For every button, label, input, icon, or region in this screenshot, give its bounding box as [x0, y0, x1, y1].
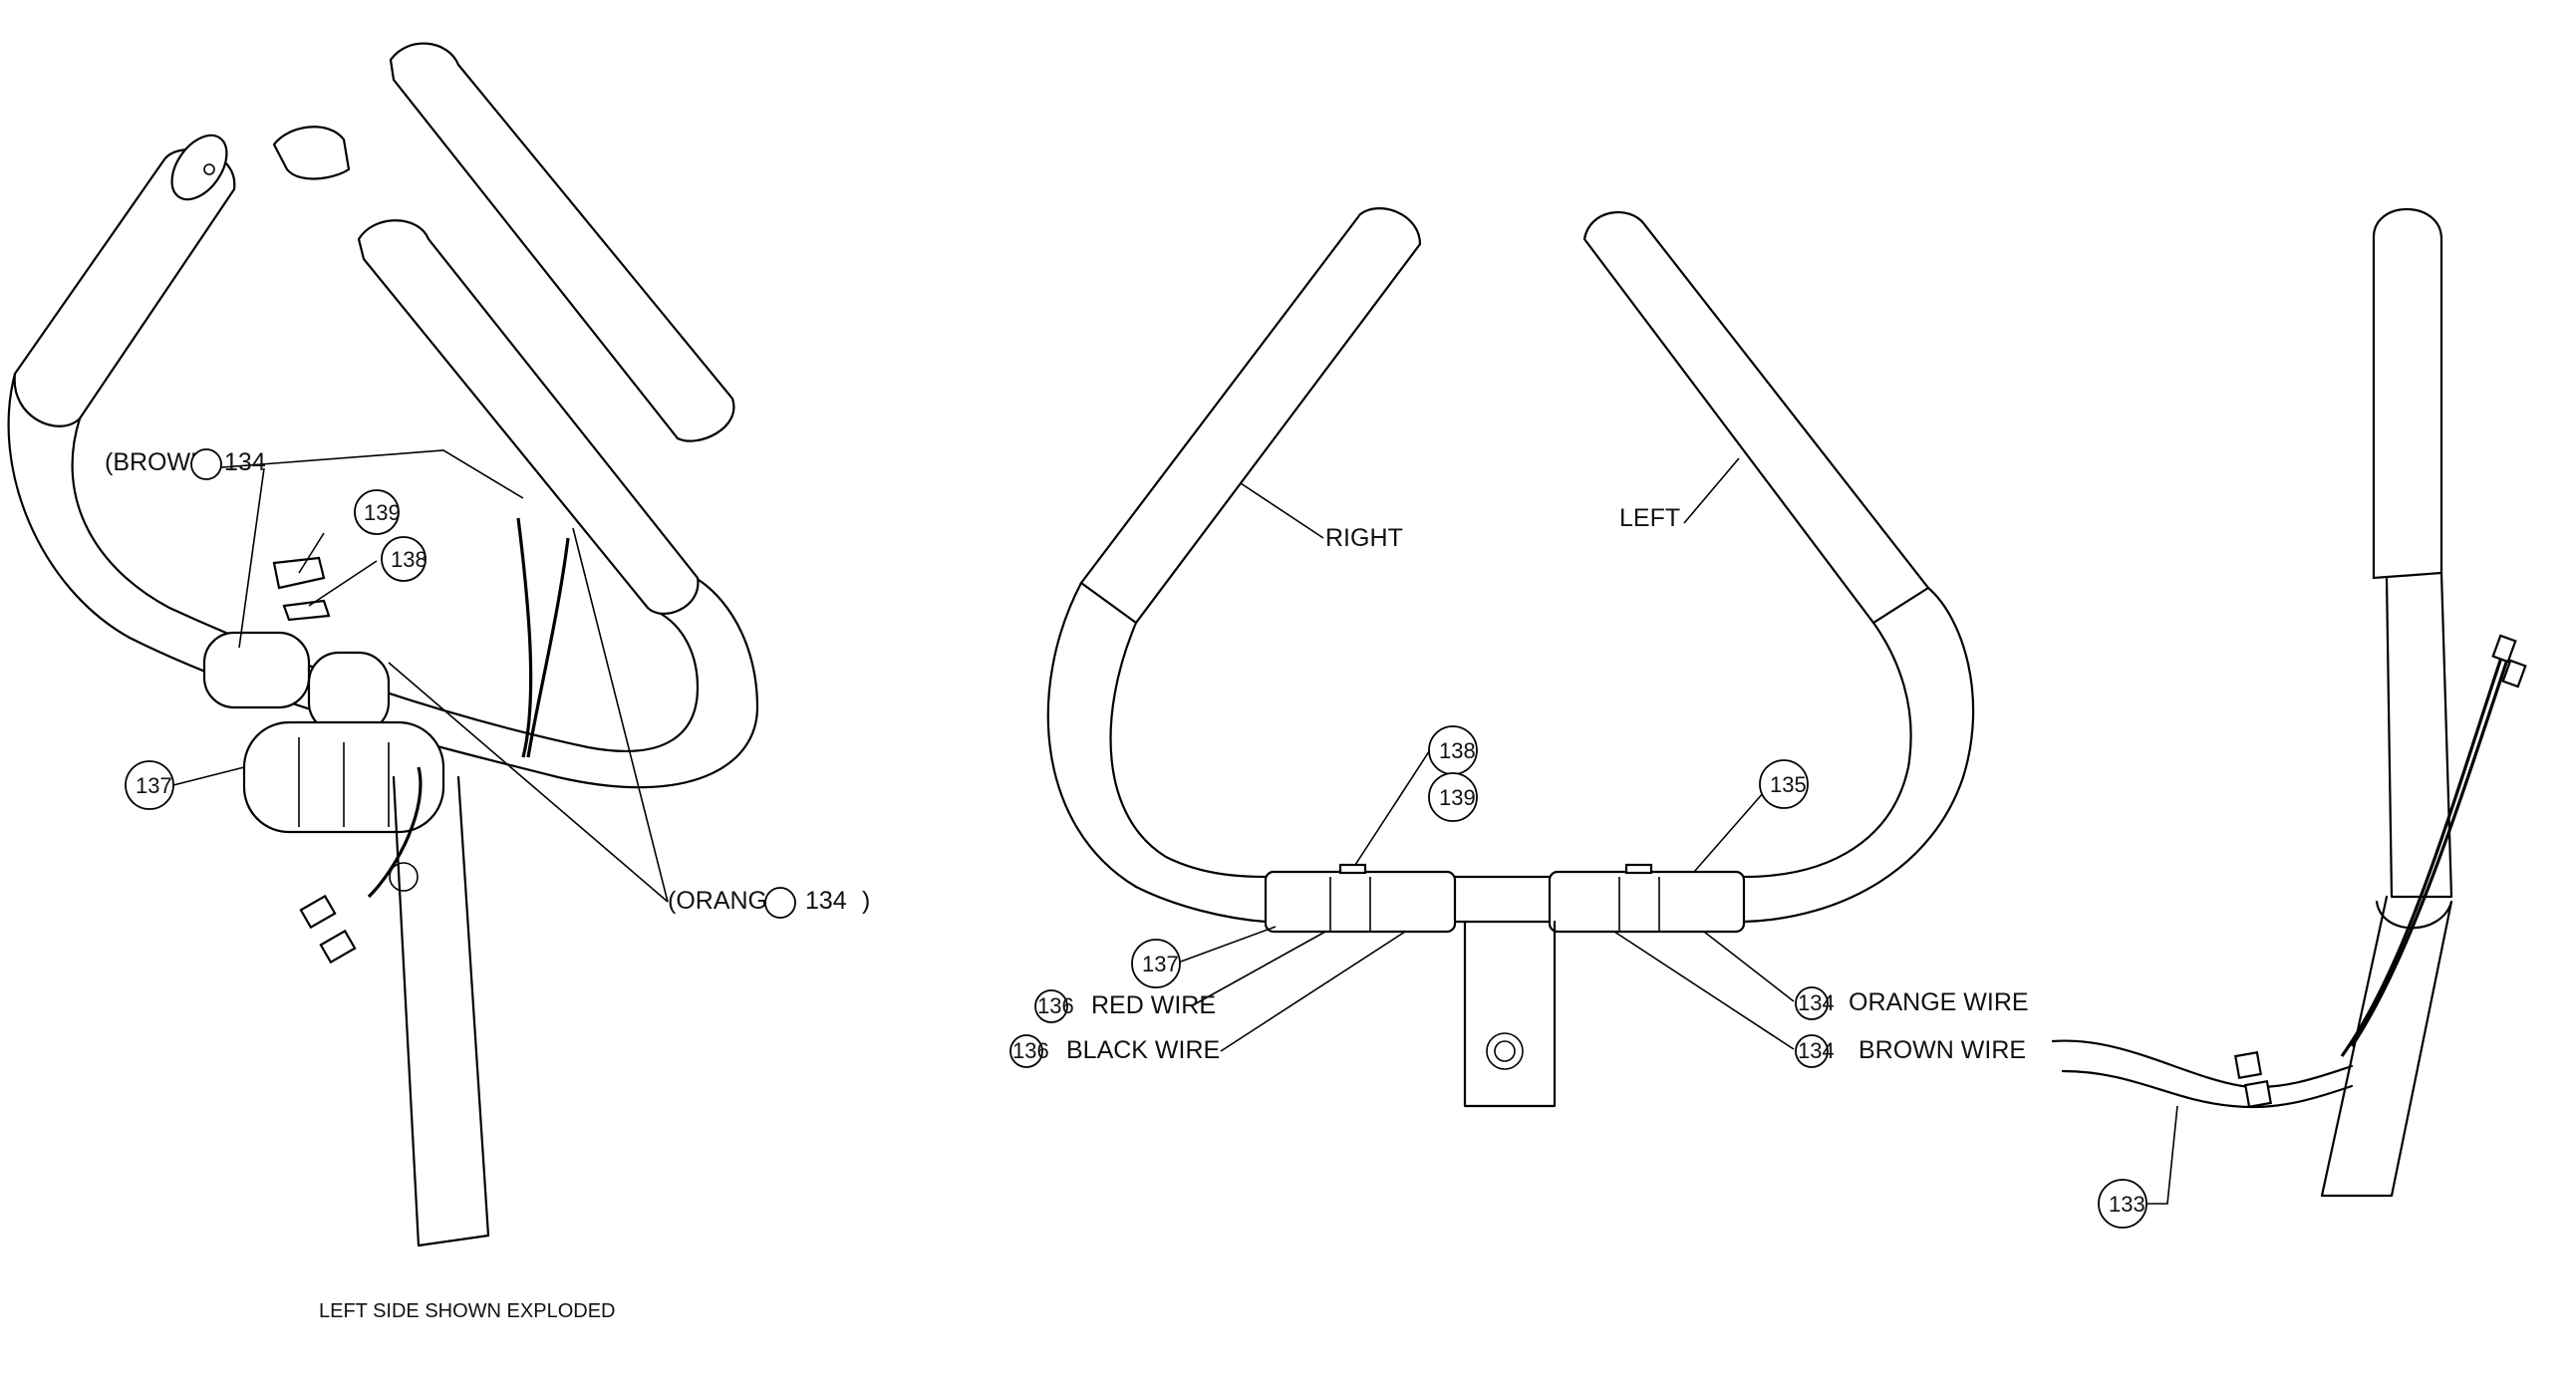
leader-138-139 — [1354, 741, 1436, 866]
exploded-wire-brown — [516, 517, 533, 758]
callout-circle — [1795, 1034, 1829, 1068]
exploded-view: (BROWN 134 139 138 137 (ORANGE 134 ) LEF… — [7, 42, 870, 1322]
leader-orange — [572, 527, 669, 903]
front-stem-hole-inner — [1494, 1040, 1516, 1062]
callout-138: 138 — [1439, 738, 1476, 763]
leader-135 — [1693, 791, 1765, 873]
leader-orange-wire — [1703, 931, 1795, 1002]
grip-end-cap — [170, 134, 228, 201]
callout-circle — [1009, 1034, 1043, 1068]
exploded-stem — [392, 775, 490, 1247]
wire-connector — [299, 894, 337, 930]
callout-circle — [354, 489, 400, 535]
leader-brown-wire — [1613, 931, 1795, 1050]
side-stem — [2320, 895, 2453, 1198]
clip-138-part — [282, 599, 331, 622]
callout-circle — [2098, 1179, 2147, 1229]
exploded-right-grip-tube — [389, 42, 735, 442]
front-left-grip — [1582, 210, 1930, 625]
front-stem-hole — [1486, 1032, 1524, 1070]
callout-135: 135 — [1770, 772, 1807, 797]
callout-circle — [1428, 772, 1478, 822]
orange-close-paren: ) — [862, 887, 870, 915]
leader-left — [1683, 457, 1740, 524]
front-view: RIGHT LEFT 138 139 135 137 136 RED WIRE … — [1009, 207, 2029, 1108]
leader-133 — [2143, 1105, 2178, 1205]
leader-black-wire — [1220, 931, 1406, 1052]
orange-part-number: 134 — [805, 887, 847, 915]
wire-connector — [319, 929, 357, 965]
callout-circle — [1131, 939, 1181, 988]
side-grip — [2372, 208, 2443, 580]
callout-circle — [764, 887, 796, 919]
wire-part-136-red: 136 — [1037, 993, 1074, 1018]
leader-139 — [298, 532, 325, 574]
callout-133: 133 — [2109, 1192, 2146, 1217]
wire-part-134-orange: 134 — [1798, 990, 1835, 1015]
front-clip — [1624, 863, 1653, 875]
red-wire-label: RED WIRE — [1091, 991, 1216, 1019]
leader-137 — [172, 766, 245, 786]
leader-red-wire — [1190, 931, 1326, 1007]
exploded-sensor-pad-clip — [307, 651, 391, 734]
callout-137: 137 — [136, 773, 172, 798]
left-label: LEFT — [1619, 504, 1680, 532]
exploded-wire-orange — [526, 537, 570, 758]
callout-circle — [1795, 986, 1829, 1020]
exploded-end-plug — [272, 126, 351, 180]
right-label: RIGHT — [1325, 524, 1403, 552]
callout-139: 139 — [364, 500, 401, 525]
callout-137: 137 — [1142, 952, 1179, 976]
side-wire-2 — [2340, 657, 2503, 1057]
wire-part-134-brown: 134 — [1798, 1038, 1835, 1063]
side-wire-connector — [2501, 659, 2527, 689]
callout-circle — [381, 536, 427, 582]
front-sensor-pad-left — [1548, 870, 1746, 934]
exploded-handlebar-inner — [71, 416, 700, 752]
leader-orange-pad — [388, 662, 669, 903]
side-cable-clip — [2243, 1079, 2273, 1109]
callout-circle — [190, 448, 222, 480]
exploded-caption: LEFT SIDE SHOWN EXPLODED — [319, 1300, 615, 1322]
leader-right — [1240, 482, 1324, 539]
side-wire-1 — [2350, 647, 2513, 1047]
side-view: 133 — [2051, 208, 2527, 1229]
brown-wire-label: BROWN WIRE — [1859, 1036, 2026, 1064]
side-cable-clip — [2233, 1050, 2263, 1080]
callout-138: 138 — [391, 547, 428, 572]
callout-circle — [1759, 759, 1809, 809]
side-cable-bottom — [2061, 1069, 2354, 1109]
orange-wire-label: ORANGE WIRE — [1849, 988, 2029, 1016]
callout-circle — [125, 760, 174, 810]
leader-138 — [308, 560, 378, 607]
callout-139: 139 — [1439, 785, 1476, 810]
exploded-left-grip — [13, 147, 236, 427]
front-handlebar-inner — [1109, 621, 1912, 879]
exploded-middle-tube — [357, 219, 700, 615]
leader-137 — [1180, 926, 1277, 963]
side-cable-top — [2051, 1039, 2354, 1088]
side-wire-connector — [2491, 634, 2517, 664]
exploded-wire-bundle — [367, 766, 423, 899]
front-handlebar-outer — [1046, 581, 1975, 924]
wire-grommet — [389, 862, 419, 892]
leader-brown — [208, 449, 524, 499]
front-clip — [1338, 863, 1367, 875]
grip-end-hole — [203, 163, 215, 175]
callout-circle — [1034, 989, 1068, 1023]
exploded-handlebar-outer — [7, 372, 759, 789]
black-wire-label: BLACK WIRE — [1066, 1036, 1220, 1064]
brown-part-number: 134 — [224, 448, 266, 476]
wire-part-136-black: 136 — [1012, 1038, 1049, 1063]
front-sensor-pad-right — [1264, 870, 1457, 934]
exploded-sensor-pad-upper — [202, 631, 311, 709]
front-stem — [1463, 920, 1557, 1108]
front-right-grip — [1079, 207, 1422, 625]
leader-brown-pad — [238, 467, 265, 649]
